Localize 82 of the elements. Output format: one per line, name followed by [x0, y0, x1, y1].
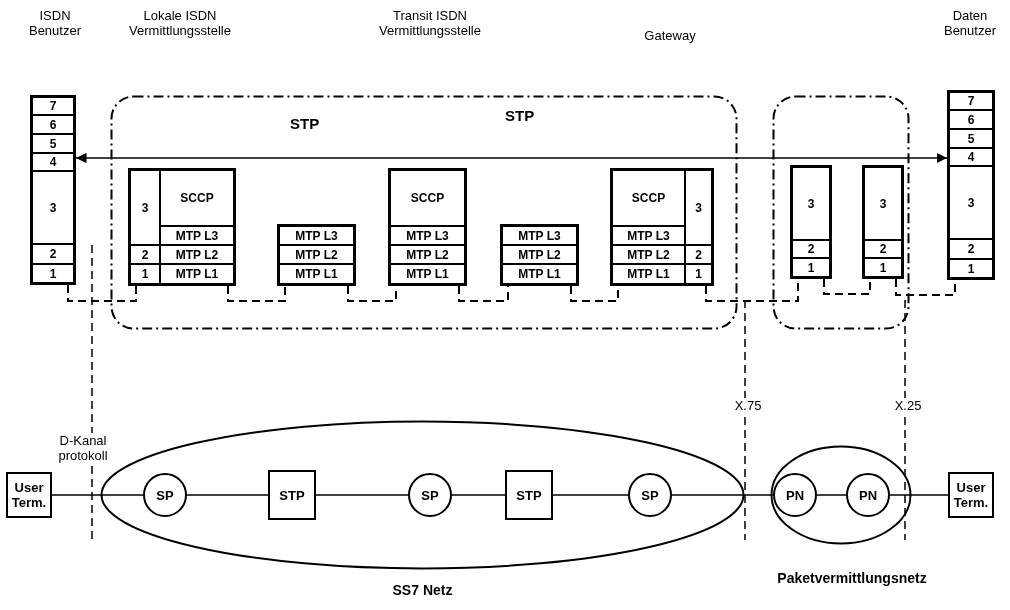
transfer-point-box: STP: [505, 470, 553, 520]
protocol-layer: MTP L2: [160, 245, 234, 264]
protocol-layer: MTP L2: [279, 245, 354, 264]
connector-line: [889, 494, 949, 496]
protocol-stack: [128, 168, 236, 286]
connector-line: [895, 278, 956, 296]
protocol-layer: 7: [949, 92, 993, 110]
protocol-layer: 6: [949, 110, 993, 129]
protocol-layer: MTP L1: [279, 264, 354, 284]
connector-line: [347, 285, 397, 302]
protocol-stack: [610, 168, 714, 286]
protocol-layer: MTP L2: [502, 245, 577, 264]
region-label: STP: [290, 115, 320, 132]
protocol-stack: [388, 168, 467, 286]
protocol-layer: 1: [685, 264, 712, 284]
protocol-stack: [862, 165, 904, 279]
protocol-layer: 1: [32, 264, 74, 283]
protocol-layer: 5: [949, 129, 993, 148]
connector-line: [315, 494, 409, 496]
packet-node-circle: PN: [846, 473, 890, 517]
protocol-layer: MTP L2: [612, 245, 685, 264]
connector-line: [671, 494, 774, 496]
connector-line: [552, 494, 629, 496]
protocol-layer: 1: [864, 258, 902, 277]
connector-line: [186, 494, 269, 496]
protocol-layer: MTP L2: [390, 245, 465, 264]
protocol-layer: MTP L1: [390, 264, 465, 284]
connector-line: [227, 285, 286, 302]
protocol-layer: MTP L1: [612, 264, 685, 284]
protocol-layer: 2: [130, 245, 160, 264]
protocol-layer: 2: [864, 240, 902, 258]
protocol-layer: 1: [792, 258, 830, 277]
connector-line: [570, 285, 619, 302]
protocol-layer: 3: [130, 170, 160, 245]
arrow: [75, 152, 948, 164]
connector-line: [51, 494, 144, 496]
signaling-point-circle: SP: [408, 473, 452, 517]
protocol-layer: 5: [32, 134, 74, 153]
protocol-layer: MTP L3: [160, 226, 234, 245]
protocol-stack: [277, 224, 356, 286]
terminal-box: User Term.: [948, 472, 994, 518]
protocol-layer: MTP L3: [612, 226, 685, 245]
protocol-layer: 2: [685, 245, 712, 264]
protocol-stack: [790, 165, 832, 279]
connector-line: [816, 494, 847, 496]
network-label: SS7 Netz: [391, 582, 454, 598]
protocol-stack: [947, 90, 995, 280]
signaling-point-circle: SP: [628, 473, 672, 517]
connector-line: [823, 278, 871, 295]
protocol-layer: 3: [685, 170, 712, 245]
connector-line: [67, 284, 137, 302]
protocol-layer: SCCP: [160, 170, 234, 226]
connector-line: [451, 494, 506, 496]
protocol-layer: 4: [32, 153, 74, 171]
protocol-layer: MTP L3: [502, 226, 577, 245]
connector-line: [458, 285, 509, 302]
terminal-box: User Term.: [6, 472, 52, 518]
transfer-point-box: STP: [268, 470, 316, 520]
region-label: STP: [505, 107, 535, 124]
protocol-layer: 2: [32, 244, 74, 264]
protocol-layer: 1: [130, 264, 160, 284]
protocol-layer: 3: [32, 171, 74, 244]
protocol-layer: 3: [949, 166, 993, 239]
protocol-stack: [30, 95, 76, 285]
protocol-layer: 3: [864, 167, 902, 240]
protocol-layer: MTP L3: [279, 226, 354, 245]
protocol-layer: MTP L1: [502, 264, 577, 284]
protocol-layer: 2: [792, 240, 830, 258]
protocol-layer: 4: [949, 148, 993, 166]
signaling-point-circle: SP: [143, 473, 187, 517]
protocol-layer: SCCP: [612, 170, 685, 226]
protocol-layer: 7: [32, 97, 74, 115]
protocol-layer: 1: [949, 259, 993, 278]
protocol-layer: MTP L3: [390, 226, 465, 245]
protocol-layer: SCCP: [390, 170, 465, 226]
protocol-stack: [500, 224, 579, 286]
protocol-layer: 2: [949, 239, 993, 259]
protocol-layer: 3: [792, 167, 830, 240]
network-label: Paketvermittlungsnetz: [776, 570, 928, 586]
protocol-layer: MTP L1: [160, 264, 234, 284]
packet-node-circle: PN: [773, 473, 817, 517]
protocol-layer: 6: [32, 115, 74, 134]
